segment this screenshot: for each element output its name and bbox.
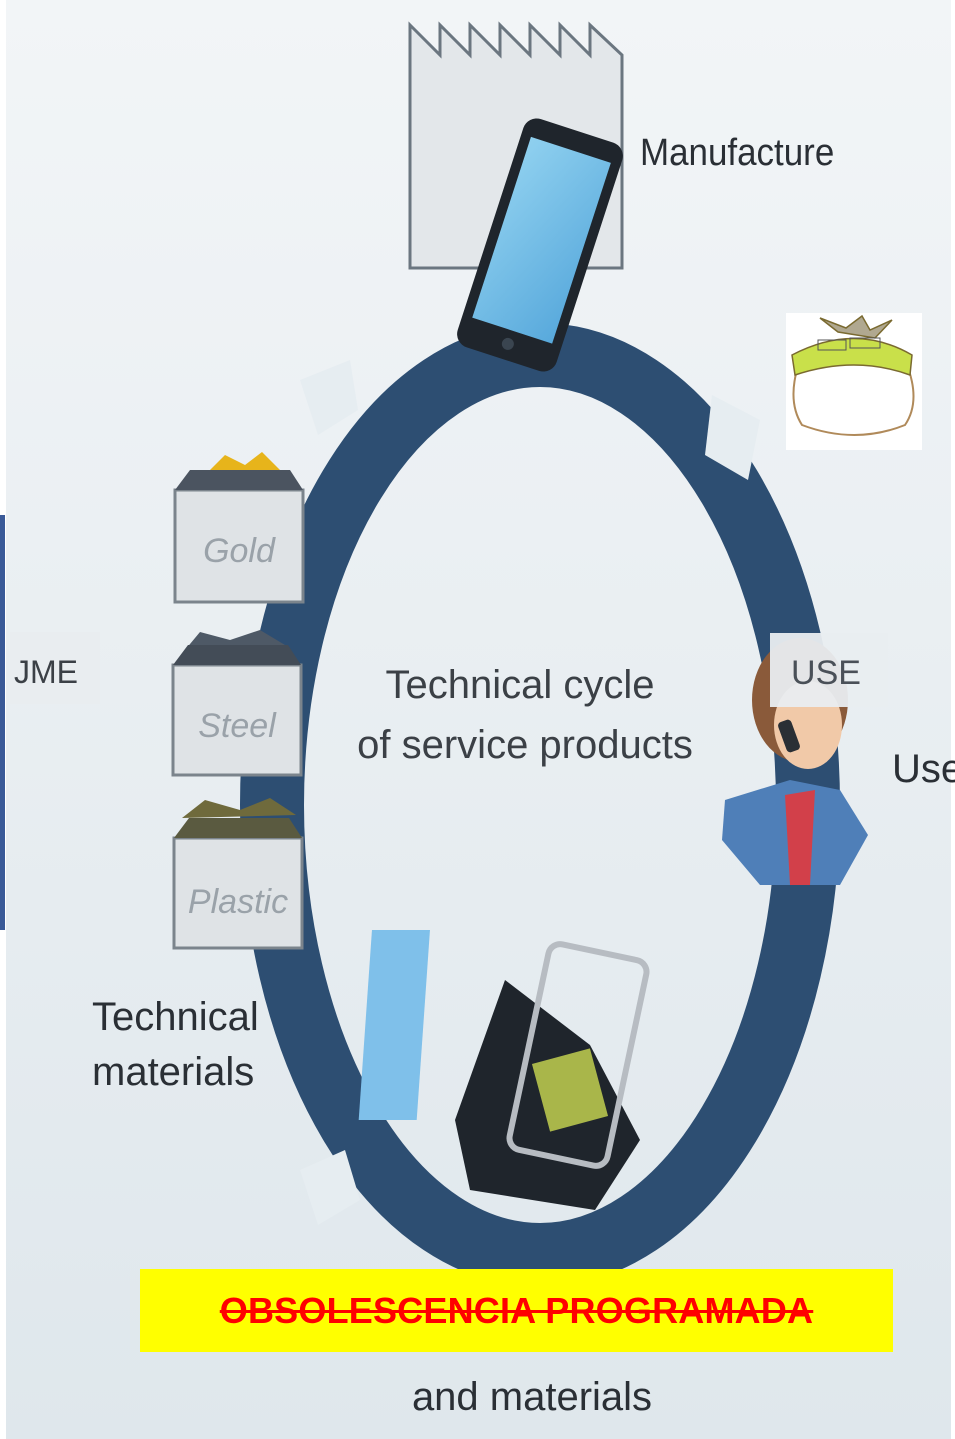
label-technical-line2: materials [92,1050,254,1094]
banner-title: OBSOLESCENCIA PROGRAMADA [219,1289,814,1331]
label-technical-line1: Technical [92,995,259,1039]
label-use-box: USE [791,654,861,692]
trash-bag-icon [786,313,922,450]
bin-label-plastic: Plastic [188,883,288,921]
use-box [770,633,888,707]
bin-label-steel: Steel [198,707,277,745]
label-bottom-line2: and materials [412,1375,652,1419]
label-consume-fragment: JME [14,654,78,690]
bin-gold: Gold [173,452,305,604]
recycled-device-icon [358,930,650,1210]
bin-label-gold: Gold [203,532,276,570]
title-banner: OBSOLESCENCIA PROGRAMADA [140,1269,893,1352]
smartphone-icon [457,118,623,372]
label-manufacture: Manufacture [640,131,834,174]
left-accent-bar [0,515,5,930]
bin-plastic: Plastic [172,798,304,950]
center-title-line2: of service products [357,723,693,767]
label-use: Use [892,747,955,791]
consume-box [10,632,100,704]
center-title-line1: Technical cycle [385,663,654,707]
bin-steel: Steel [171,630,303,777]
